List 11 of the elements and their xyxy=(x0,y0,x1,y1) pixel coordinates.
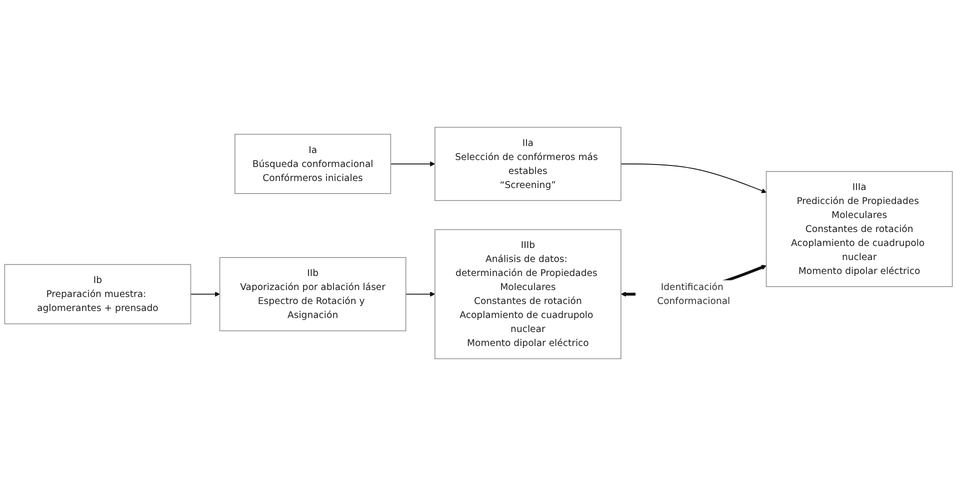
node-box: IIIa Predicción de Propiedades Moleculares Constantes de rotación Acoplamiento de cuadrupolo nuclear Momento dipolar eléctrico xyxy=(766,171,953,288)
node-box: IIb Vaporización por ablación láser Espectro de Rotación y Asignación xyxy=(219,257,406,332)
node-box: Ib Preparación muestra: aglomerantes + prensado xyxy=(4,264,192,324)
node-box: Ia Búsqueda conformacional Confórmeros iniciales xyxy=(234,134,392,194)
node-box: IIIb Análisis de datos: determinación de Propiedades Moleculares Constantes de rotación Acoplamiento de cuadrupolo nuclear Momento dipolar eléctrico xyxy=(434,229,622,360)
arrow xyxy=(390,161,436,166)
arrow xyxy=(620,164,767,194)
arrow xyxy=(405,292,436,297)
arrow xyxy=(190,292,220,297)
node-box: IIa Selección de confórmeros más estables “Screening” xyxy=(434,126,622,201)
edge-label: Identificación Conformacional xyxy=(657,281,730,306)
